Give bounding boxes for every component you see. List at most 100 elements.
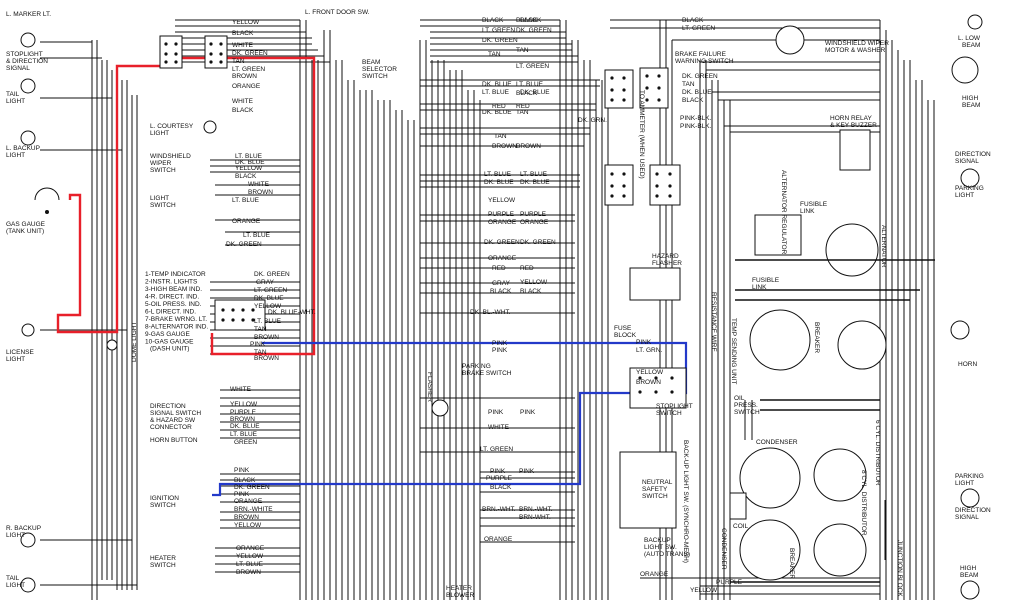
wire-color-label: LT. GREEN [254, 287, 287, 294]
component-label: L. FRONT DOOR SW. [305, 9, 370, 16]
wire-color-label: ORANGE [488, 255, 517, 262]
left-harness-trunk [40, 40, 138, 600]
wire-color-label: YELLOW [636, 369, 664, 376]
wire-color-label: TAN [494, 133, 507, 140]
wire-color-label: BROWN [230, 416, 255, 423]
component-label: 8 CYL. DISTRIBUTOR [860, 470, 867, 536]
wire-color-label: BLACK [232, 107, 254, 114]
wire-color-label: PINK [234, 467, 250, 474]
wire-color-label: BLACK [682, 17, 704, 24]
wire-color-label: DK. BLUE [682, 89, 712, 96]
wire-color-label: ORANGE [488, 219, 517, 226]
wire-color-label: RED [520, 265, 534, 272]
wire-color-label: DK. GREEN [234, 484, 270, 491]
wire-color-label: BLACK [490, 288, 512, 295]
wire-color-label: LT. BLUE [230, 431, 258, 438]
right-harness-trunk [559, 20, 935, 600]
wire-color-label: BRN.-WHITE [234, 506, 273, 513]
component-label: TO AMMETER (WHEN USED) [638, 90, 645, 179]
wire-color-label: WHITE [232, 98, 254, 105]
wire-color-label: TAN [516, 47, 529, 54]
wire-color-label: PURPLE [486, 475, 513, 482]
component-label: ALTERNATOR [880, 225, 887, 268]
wire-color-label: BLACK [520, 17, 542, 24]
wire-color-label: BROWN [492, 143, 517, 150]
wire-color-label: ORANGE [520, 219, 549, 226]
wire-color-label: LT. BLUE [254, 318, 282, 325]
wire-color-label: DK. GREEN [482, 37, 518, 44]
wire-color-label: LT. BLUE [236, 561, 264, 568]
wire-color-label: BLACK [482, 17, 504, 24]
wire-color-label: PINK [492, 340, 508, 347]
wire-color-label: LT. GREEN [516, 63, 549, 70]
gas-gauge-circuit-highlight [56, 56, 316, 356]
wire-color-label: TAN [682, 81, 695, 88]
component-label: COIL [733, 523, 749, 530]
wire-color-label: LT. BLUE [235, 153, 263, 160]
wire-color-label: ORANGE [234, 498, 263, 505]
component-label: HORN [958, 361, 977, 368]
wire-color-label: BLACK [682, 97, 704, 104]
center-harness-trunk [299, 20, 481, 600]
wire-color-label: LT. GRN. [636, 347, 662, 354]
wire-color-label: DK. BLUE [254, 295, 284, 302]
wire-color-label: BLACK [520, 288, 542, 295]
component-label: BACK-UP LIGHT SW. (SYNCHRO-MESH) [682, 440, 689, 563]
wire-color-label: YELLOW [235, 165, 263, 172]
wire-color-label: DK. BLUE [482, 109, 512, 116]
wire-color-label: TAN [254, 326, 267, 333]
wire-color-label: DK. BLUE-WHT. [268, 309, 316, 316]
wire-color-label: BROWN [236, 569, 261, 576]
wire-color-label: LT. BLUE [520, 171, 548, 178]
component-label: CONDENSER [720, 528, 727, 570]
wire-color-label: PURPLE [716, 579, 743, 586]
wire-color-label: DK. GREEN [484, 239, 520, 246]
wire-color-label: DK. BL.-WHT. [470, 309, 511, 316]
wire-color-label: BROWN [254, 355, 279, 362]
wire-color-label: ORANGE [640, 571, 669, 578]
wire-color-label: LT. BLUE [482, 89, 510, 96]
wire-color-label: LT. BLUE [516, 81, 544, 88]
hazard-pink-circuit-highlight [212, 341, 688, 497]
component-label: FLASHER [426, 372, 433, 402]
wire-color-label: GREEN [234, 439, 257, 446]
wire-color-labels: YELLOW BLACK WHITE DK. GREEN TAN LT. GRE… [226, 17, 743, 594]
wire-color-label: TAN [488, 51, 501, 58]
wire-color-label: LT. GREEN [480, 446, 513, 453]
component-label: 6 CYL. DISTRIBUTOR [874, 420, 881, 486]
wire-color-label: BRN-WHT. [519, 514, 551, 521]
component-label: RESISTANCE WIRE [710, 292, 717, 352]
engine-components [729, 214, 935, 583]
wire-color-label: YELLOW [232, 19, 260, 26]
wire-color-label: RED [516, 103, 530, 110]
wire-color-label: PINK [636, 339, 652, 346]
wire-color-label: YELLOW [236, 553, 264, 560]
wire-color-label: WHITE [232, 42, 254, 49]
component-label: HORN RELAY& KEY BUZZER [830, 115, 877, 129]
wire-color-label: DK. BLUE [484, 179, 514, 186]
wire-color-label: DK. GREEN [520, 239, 556, 246]
wire-color-label: DK. GREEN [516, 27, 552, 34]
wire-color-label: YELLOW [234, 522, 262, 529]
wire-color-label: BROWN [232, 73, 257, 80]
wire-color-label: LT. BLUE [484, 171, 512, 178]
connector-pins [164, 42, 674, 394]
